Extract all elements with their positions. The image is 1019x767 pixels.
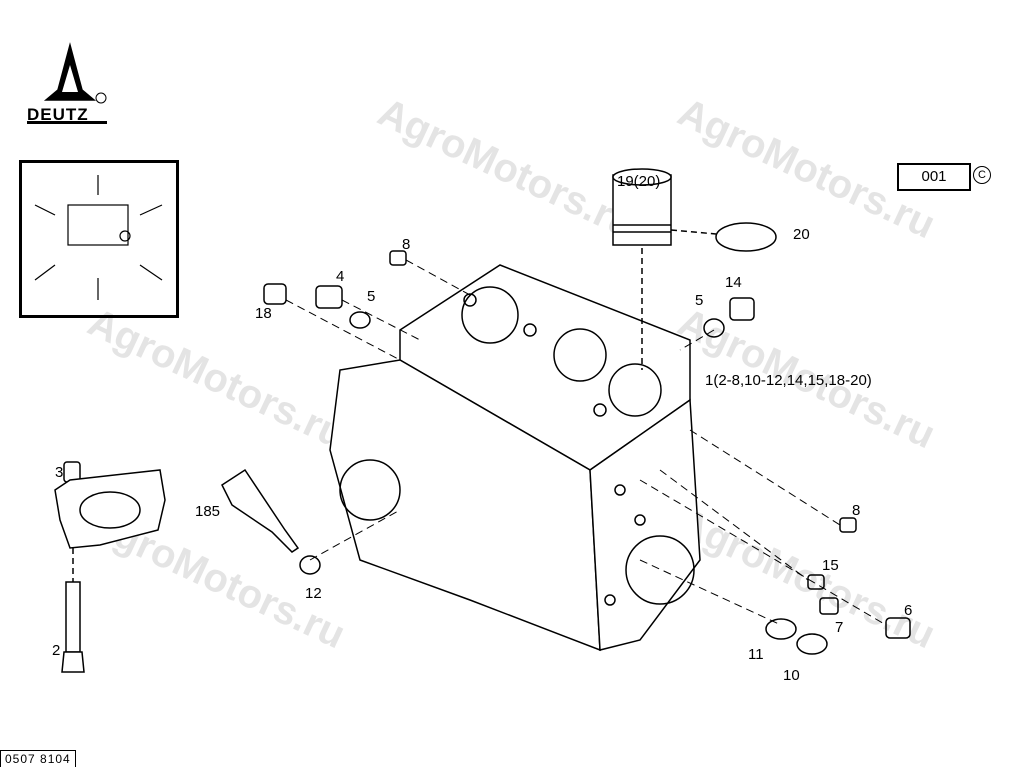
callout-8-top: 8 — [402, 236, 411, 253]
inset-view — [34, 175, 163, 300]
cylinder-liner — [612, 168, 777, 370]
callout-7: 7 — [835, 619, 844, 636]
callout-5-left: 5 — [367, 288, 376, 305]
callout-11: 11 — [748, 646, 764, 663]
callout-2: 2 — [52, 642, 61, 659]
callout-20: 20 — [793, 226, 810, 243]
plugs — [263, 250, 911, 655]
callout-8-right: 8 — [852, 502, 861, 519]
bearing-cap — [54, 461, 166, 673]
orientation-inset — [19, 160, 179, 318]
sealant-tube-icon — [221, 468, 300, 553]
callout-14: 14 — [725, 274, 742, 291]
deutz-logo-icon — [27, 42, 107, 124]
callout-12: 12 — [305, 585, 322, 602]
callout-19: 19(20) — [617, 173, 661, 190]
callout-3: 3 — [55, 464, 64, 481]
leader-lines — [285, 259, 887, 626]
o-ring — [715, 222, 777, 252]
callout-6: 6 — [904, 602, 913, 619]
callout-18: 18 — [255, 305, 272, 322]
document-number: 0507 8104 — [0, 750, 76, 767]
callout-185: 185 — [195, 503, 221, 520]
callout-1-assembly: 1(2-8,10-12,14,15,18-20) — [705, 372, 872, 389]
callout-5-right: 5 — [695, 292, 704, 309]
callout-15: 15 — [822, 557, 839, 574]
cylinder-block — [329, 264, 701, 652]
copyright-icon: C — [973, 166, 991, 184]
callout-4: 4 — [336, 268, 345, 285]
logo-brand: DEUTZ — [27, 105, 89, 124]
reference-box: 001 — [897, 163, 971, 191]
callout-10: 10 — [783, 667, 800, 684]
